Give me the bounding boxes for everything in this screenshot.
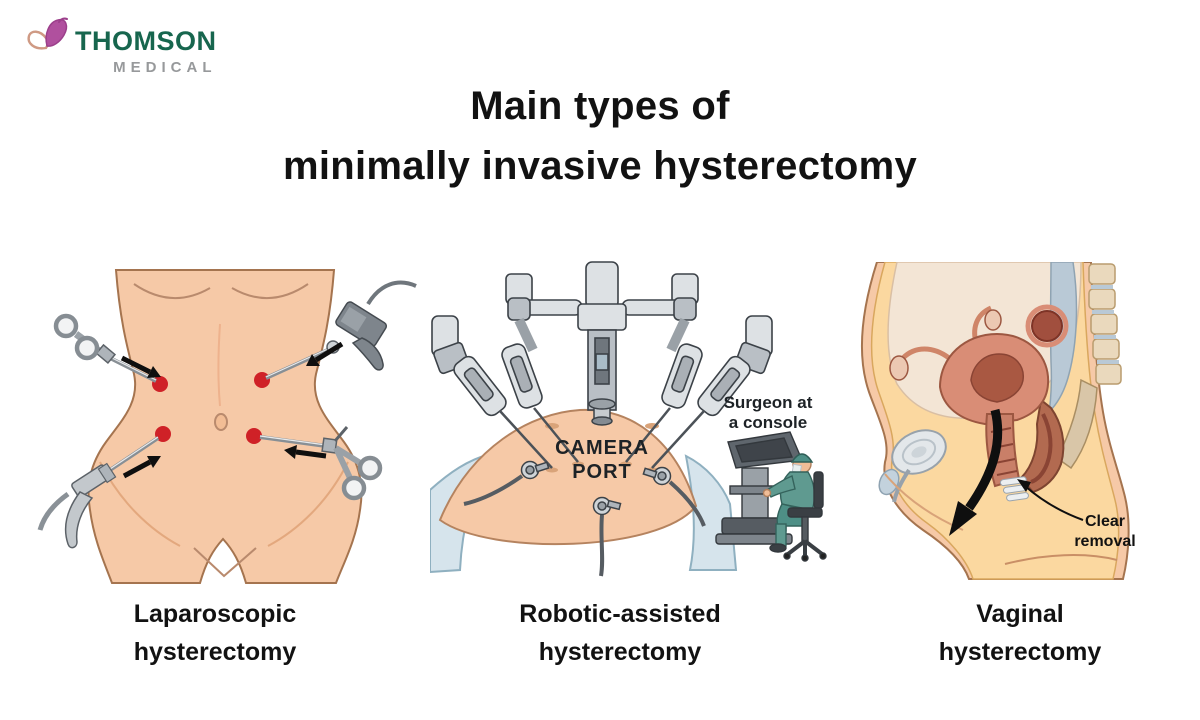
panel-laparoscopic xyxy=(30,262,420,589)
logo-division-text: MEDICAL xyxy=(113,59,217,76)
caption-laparoscopic: Laparoscopic hysterectomy xyxy=(60,596,370,671)
pubic-bone xyxy=(878,468,900,496)
caption-robotic-line2: hysterectomy xyxy=(538,637,702,666)
caption-vaginal: Vaginal hysterectomy xyxy=(870,596,1170,671)
caption-robotic-line1: Robotic-assisted xyxy=(519,600,721,628)
surgeon-console-illustration xyxy=(715,431,827,562)
caption-robotic: Robotic-assisted hysterectomy xyxy=(460,596,780,671)
port-marker-upper-right xyxy=(254,372,270,388)
robotic-illustration: CAMERA PORT Surgeon at a console xyxy=(429,261,827,577)
trocar-instrument-lower-left xyxy=(37,436,160,549)
clear-removal-annotation: Clear removal xyxy=(1017,479,1136,550)
urethra xyxy=(892,468,911,503)
port-marker-lower-left xyxy=(155,426,171,442)
grasper-instrument-upper-left xyxy=(53,313,157,383)
uterus xyxy=(938,332,1050,426)
bladder xyxy=(891,429,947,475)
sigmoid-colon xyxy=(1031,310,1063,342)
camera-port-device xyxy=(588,398,616,426)
vaginal-illustration: Clear removal xyxy=(861,261,1136,580)
logo-brand-text: THOMSON xyxy=(75,26,217,56)
caption-vaginal-line1: Vaginal xyxy=(976,600,1064,628)
robot-arm-assembly xyxy=(431,261,773,469)
thomson-medical-logo: THOMSON MEDICAL xyxy=(26,16,217,76)
surgeon-label-line2: a console xyxy=(729,413,807,432)
port-marker-lower-right xyxy=(246,428,262,444)
camera-port-label-line2: PORT xyxy=(572,461,632,483)
panel-vaginal: Clear removal xyxy=(845,261,1145,585)
page-title-line2: minimally invasive hysterectomy xyxy=(282,144,918,188)
rectum xyxy=(1019,398,1065,494)
incision-arrows xyxy=(120,341,344,479)
surgeon-label-line1: Surgeon at xyxy=(724,393,813,412)
removal-arrow xyxy=(949,408,1003,536)
panel-robotic: CAMERA PORT Surgeon at a console xyxy=(429,258,830,585)
spine-vertebrae xyxy=(1056,263,1122,470)
grasper-instrument-lower-right xyxy=(259,426,383,501)
page-title: Main types of minimally invasive hystere… xyxy=(0,76,1200,196)
laparoscopic-illustration xyxy=(37,269,417,584)
camera-port-label-line1: CAMERA xyxy=(555,437,649,459)
caption-vaginal-line2: hysterectomy xyxy=(938,637,1102,666)
clear-removal-label-line1: Clear xyxy=(1085,513,1125,530)
caption-laparoscopic-line2: hysterectomy xyxy=(133,637,297,666)
clear-removal-label-line2: removal xyxy=(1074,533,1135,550)
trocar-ports xyxy=(463,460,706,577)
abdomen xyxy=(438,408,698,546)
page-title-line1: Main types of xyxy=(470,84,730,128)
navel xyxy=(214,413,228,431)
sigmoid-ring xyxy=(1025,304,1069,348)
butterfly-icon xyxy=(27,17,68,50)
caption-laparoscopic-line1: Laparoscopic xyxy=(133,600,297,628)
pistol-grip-instrument-upper-right xyxy=(265,280,417,380)
